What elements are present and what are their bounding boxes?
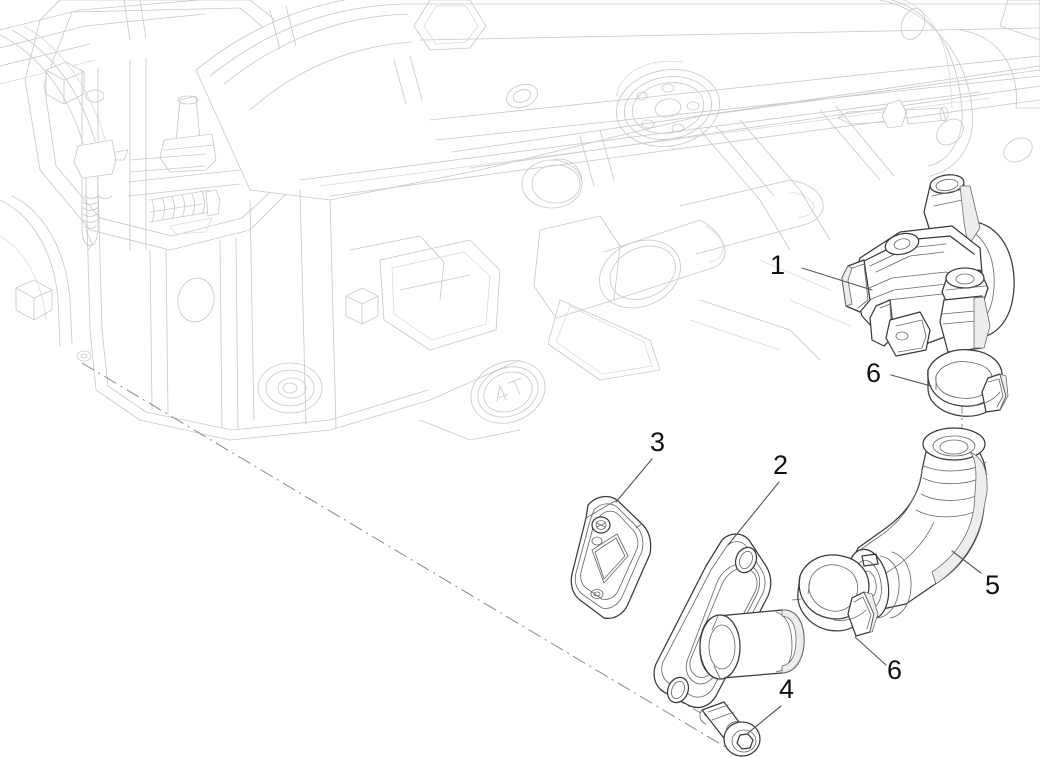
part-thermostat-housing-valve[interactable] <box>841 173 1015 357</box>
embossed-4t-text <box>496 377 521 402</box>
engine-block-background <box>0 0 1040 441</box>
leader-6-upper <box>890 374 932 387</box>
part-hex-socket-screw[interactable] <box>699 701 761 757</box>
leader-6-lower <box>854 636 887 666</box>
leader-5 <box>951 550 982 574</box>
callout-number-6-upper: 6 <box>866 358 882 388</box>
leader-3 <box>615 458 653 503</box>
part-water-pipe-flange[interactable] <box>653 533 805 709</box>
leader-1 <box>801 267 873 291</box>
callout-number-1: 1 <box>770 250 786 280</box>
callout-number-4: 4 <box>779 674 795 704</box>
part-hose-clamp-lower[interactable] <box>797 554 879 637</box>
callout-number-6-lower: 6 <box>887 655 903 685</box>
callout-number-3: 3 <box>650 427 666 457</box>
part-hose-clamp-upper[interactable] <box>927 349 1009 417</box>
assembly-axis-lines <box>81 348 963 757</box>
part-coolant-elbow-hose[interactable] <box>842 427 988 622</box>
callout-number-2: 2 <box>773 450 789 480</box>
callout-leader-lines <box>615 267 982 734</box>
leader-2 <box>727 481 780 546</box>
leader-4 <box>747 705 782 734</box>
callout-number-5: 5 <box>985 570 1001 600</box>
part-gasket-cover-plate[interactable] <box>570 495 652 620</box>
main-assembly-axis <box>81 362 743 757</box>
